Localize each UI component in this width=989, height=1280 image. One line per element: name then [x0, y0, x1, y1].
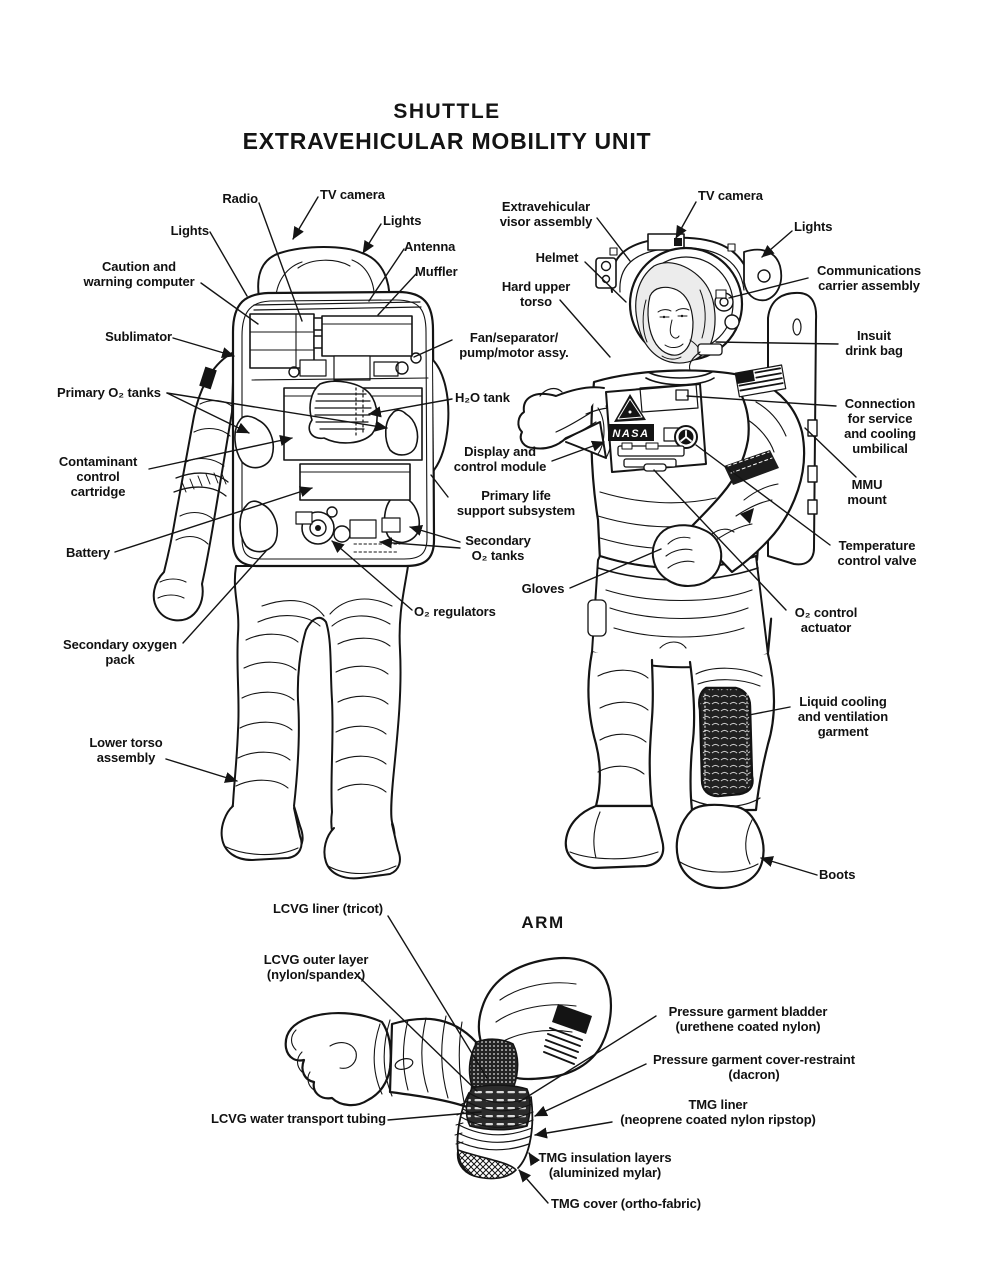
label-boots: Boots: [819, 867, 856, 882]
label-communications-carrier: Communications carrier assembly: [816, 263, 922, 293]
label-gloves: Gloves: [521, 581, 565, 596]
label-extravehicular-visor: Extravehicular visor assembly: [499, 199, 593, 229]
label-tmg-liner: TMG liner (neoprene coated nylon ripstop…: [620, 1097, 816, 1127]
label-display-control-module: Display and control module: [453, 444, 547, 474]
label-temperature-control-valve: Temperature control valve: [837, 538, 917, 568]
label-tmg-cover: TMG cover (ortho-fabric): [551, 1196, 701, 1211]
back-view-figure: [152, 246, 450, 880]
label-primary-o2-tanks: Primary O₂ tanks: [57, 385, 161, 400]
label-mmu-mount: MMU mount: [847, 477, 887, 507]
label-o2-control-actuator: O₂ control actuator: [794, 605, 858, 635]
label-helmet: Helmet: [535, 250, 579, 265]
label-radio: Radio: [222, 191, 258, 206]
label-primary-life-support: Primary life support subsystem: [456, 488, 576, 518]
label-lights-front: Lights: [794, 219, 833, 234]
label-insuit-drink-bag: Insuit drink bag: [845, 328, 903, 358]
label-battery: Battery: [65, 545, 111, 560]
leader-lines: [114, 196, 857, 1204]
label-fan-separator-pump-motor: Fan/separator/ pump/motor assy.: [459, 330, 569, 360]
arm-cross-section-figure: [284, 956, 613, 1180]
label-contaminant-control-cartridge: Contaminant control cartridge: [58, 454, 138, 499]
label-lights-back-left: Lights: [170, 223, 210, 238]
label-tv-camera-front: TV camera: [698, 188, 763, 203]
label-lcvg-water-transport-tubing: LCVG water transport tubing: [211, 1111, 386, 1126]
arm-section-heading: ARM: [521, 913, 565, 932]
label-pressure-garment-cover-restraint: Pressure garment cover-restraint (dacron…: [652, 1052, 855, 1082]
label-lower-torso-assembly: Lower torso assembly: [89, 735, 163, 765]
label-lights-back-right: Lights: [383, 213, 422, 228]
label-sublimator: Sublimator: [105, 329, 172, 344]
label-tv-camera-back: TV camera: [320, 187, 385, 202]
label-tmg-insulation-layers: TMG insulation layers (aluminized mylar): [538, 1150, 672, 1180]
label-caution-warning-computer: Caution and warning computer: [83, 259, 195, 289]
page-title-line2: EXTRAVEHICULAR MOBILITY UNIT: [242, 128, 652, 154]
label-muffler: Muffler: [415, 264, 458, 279]
label-pressure-garment-bladder: Pressure garment bladder (urethene coate…: [668, 1004, 828, 1034]
label-connection-umbilical: Connection for service and cooling umbil…: [844, 396, 916, 456]
label-lcvg-outer-layer: LCVG outer layer (nylon/spandex): [263, 952, 369, 982]
label-secondary-oxygen-pack: Secondary oxygen pack: [63, 637, 177, 667]
nasa-logo-text: NASA: [612, 428, 649, 440]
label-secondary-o2-tanks: Secondary O₂ tanks: [465, 533, 531, 563]
label-lcvg-liner: LCVG liner (tricot): [272, 901, 384, 916]
label-antenna: Antenna: [404, 239, 456, 254]
label-hard-upper-torso: Hard upper torso: [501, 279, 571, 309]
page-title-line1: SHUTTLE: [393, 100, 501, 123]
label-o2-regulators: O₂ regulators: [414, 604, 496, 619]
front-view-figure: NASA: [517, 233, 818, 890]
label-h2o-tank: H₂O tank: [455, 390, 510, 405]
label-liquid-cooling-garment: Liquid cooling and ventilation garment: [797, 694, 889, 739]
